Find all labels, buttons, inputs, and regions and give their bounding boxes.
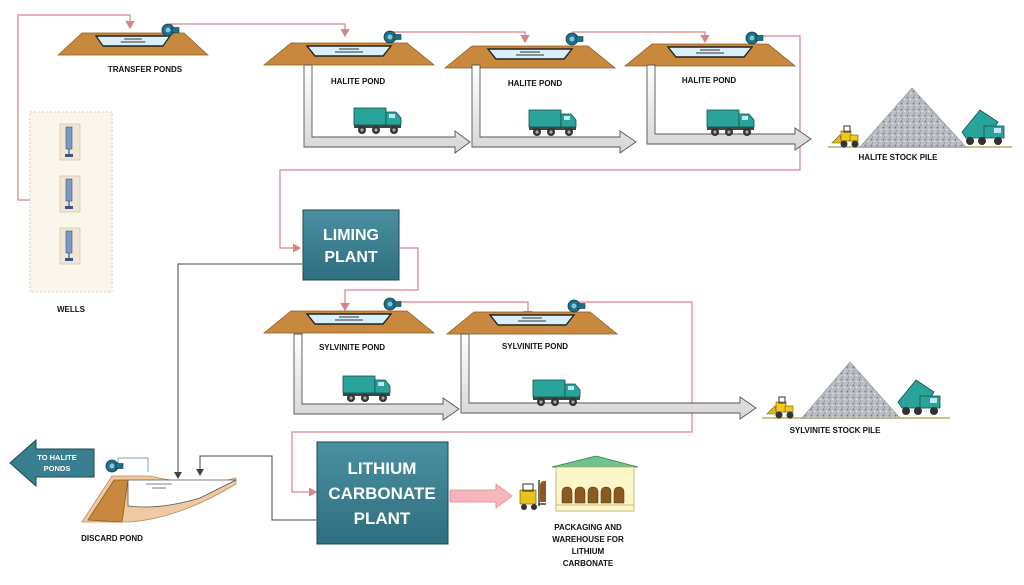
- liming-plant: LIMING PLANT: [302, 209, 400, 281]
- wells-label: WELLS: [57, 305, 86, 314]
- discard-pipes: [117, 263, 316, 521]
- halite-discharge-arrows: [303, 64, 812, 154]
- halite-stock-pile: HALITE STOCK PILE: [828, 87, 1012, 162]
- forklift-icon: [519, 480, 546, 510]
- brine-pipes: [17, 14, 801, 497]
- truck-icon: [528, 109, 577, 137]
- discard-pond: DISCARD POND: [81, 459, 237, 543]
- well-icon: [59, 175, 81, 213]
- dump-truck-icon: [897, 379, 941, 416]
- well-icon: [59, 123, 81, 161]
- svg-text:PACKAGING AND: PACKAGING AND: [554, 523, 622, 532]
- product-arrow: [449, 483, 513, 509]
- truck-icon: [532, 379, 581, 407]
- halite-stock-pile-label: HALITE STOCK PILE: [859, 153, 939, 162]
- sylvinite-pond-2: SYLVINITE POND: [446, 299, 618, 351]
- well-icon: [59, 227, 81, 265]
- svg-text:PONDS: PONDS: [44, 464, 71, 473]
- sylvinite-stock-pile-label: SYLVINITE STOCK PILE: [790, 426, 881, 435]
- sylvinite-pond-label: SYLVINITE POND: [319, 343, 385, 352]
- halite-pond-label: HALITE POND: [508, 79, 562, 88]
- lithium-plant-label: CARBONATE: [328, 484, 435, 503]
- wells-field: WELLS: [29, 111, 113, 314]
- pump-icon: [745, 31, 764, 45]
- lithium-plant-label: LITHIUM: [348, 459, 417, 478]
- svg-text:WAREHOUSE FOR: WAREHOUSE FOR: [552, 535, 624, 544]
- to-halite-ponds-arrow: TO HALITE PONDS: [9, 438, 95, 488]
- pump-icon: [105, 459, 124, 473]
- pump-icon: [565, 32, 584, 46]
- lithium-carbonate-plant: LITHIUM CARBONATE PLANT: [316, 441, 449, 545]
- loader-icon: [831, 125, 859, 148]
- warehouse-icon: [551, 455, 639, 512]
- pump-icon: [383, 297, 402, 311]
- truck-icon: [342, 375, 391, 403]
- transfer-ponds: TRANSFER PONDS: [57, 23, 209, 74]
- loader-icon: [766, 396, 794, 419]
- halite-pond-3: HALITE POND: [624, 31, 796, 85]
- halite-pond-2: HALITE POND: [444, 32, 616, 88]
- liming-plant-label: PLANT: [324, 249, 378, 266]
- pump-icon: [383, 30, 402, 44]
- transfer-ponds-label: TRANSFER PONDS: [108, 65, 183, 74]
- truck-icon: [706, 109, 755, 137]
- sylvinite-pond-1: SYLVINITE POND: [263, 297, 435, 352]
- halite-pond-1: HALITE POND: [263, 30, 435, 86]
- lithium-plant-label: PLANT: [354, 509, 411, 528]
- liming-plant-label: LIMING: [323, 227, 379, 244]
- dump-truck-icon: [961, 109, 1005, 146]
- sylvinite-discharge-arrows: [293, 333, 757, 421]
- halite-pond-label: HALITE POND: [331, 77, 385, 86]
- packaging-label: PACKAGING AND WAREHOUSE FOR LITHIUM CARB…: [552, 523, 624, 568]
- svg-text:TO HALITE: TO HALITE: [37, 453, 76, 462]
- sylvinite-pond-label: SYLVINITE POND: [502, 342, 568, 351]
- halite-pond-label: HALITE POND: [682, 76, 736, 85]
- discard-pond-label: DISCARD POND: [81, 534, 143, 543]
- truck-icon: [353, 107, 402, 135]
- svg-text:LITHIUM: LITHIUM: [572, 547, 605, 556]
- sylvinite-stock-pile: SYLVINITE STOCK PILE: [762, 361, 950, 435]
- svg-text:CARBONATE: CARBONATE: [563, 559, 614, 568]
